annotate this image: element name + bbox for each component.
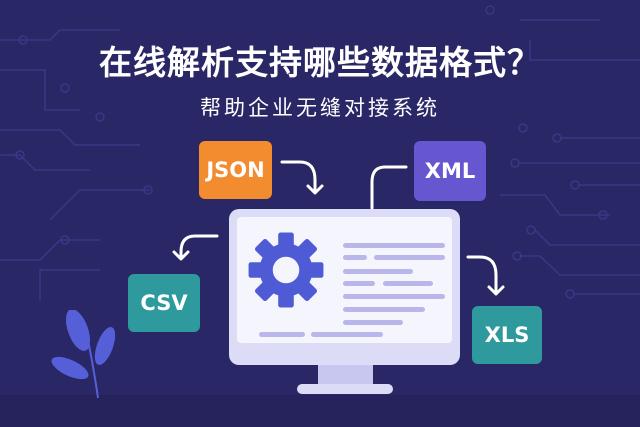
text-line <box>383 281 433 286</box>
text-line <box>343 320 403 325</box>
text-line <box>343 294 445 299</box>
xls-format-badge: XLS <box>472 306 542 364</box>
text-line <box>343 307 425 312</box>
floor <box>0 395 640 427</box>
text-line <box>311 332 383 337</box>
xml-format-badge: XML <box>414 141 486 201</box>
monitor-screen <box>237 217 452 343</box>
gear-icon <box>248 232 324 308</box>
text-line <box>374 255 445 260</box>
page-title: 在线解析支持哪些数据格式？ <box>99 43 541 82</box>
text-line <box>343 255 367 260</box>
json-format-badge: JSON <box>199 141 272 199</box>
text-line <box>343 281 375 286</box>
page-subtitle: 帮助企业无缝对接系统 <box>200 96 440 120</box>
monitor-stand <box>318 365 373 387</box>
monitor-base <box>297 384 393 394</box>
text-line <box>343 243 445 248</box>
text-line <box>343 269 413 274</box>
monitor-icon <box>229 209 460 365</box>
leaf-plant-icon <box>51 310 116 399</box>
text-line <box>259 332 305 337</box>
csv-format-badge: CSV <box>128 274 200 332</box>
